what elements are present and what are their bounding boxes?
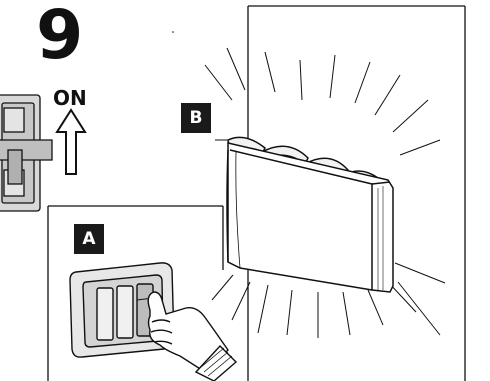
callout-b: B xyxy=(181,103,211,133)
stray-dot xyxy=(172,31,174,33)
callout-a: A xyxy=(74,224,104,254)
on-label: ON xyxy=(53,88,87,108)
step-number: 9 xyxy=(36,2,81,70)
switch-closeup xyxy=(0,95,52,211)
wall-lamp xyxy=(227,137,393,292)
hand-icon xyxy=(148,292,236,381)
arrow-up-icon xyxy=(57,110,85,174)
